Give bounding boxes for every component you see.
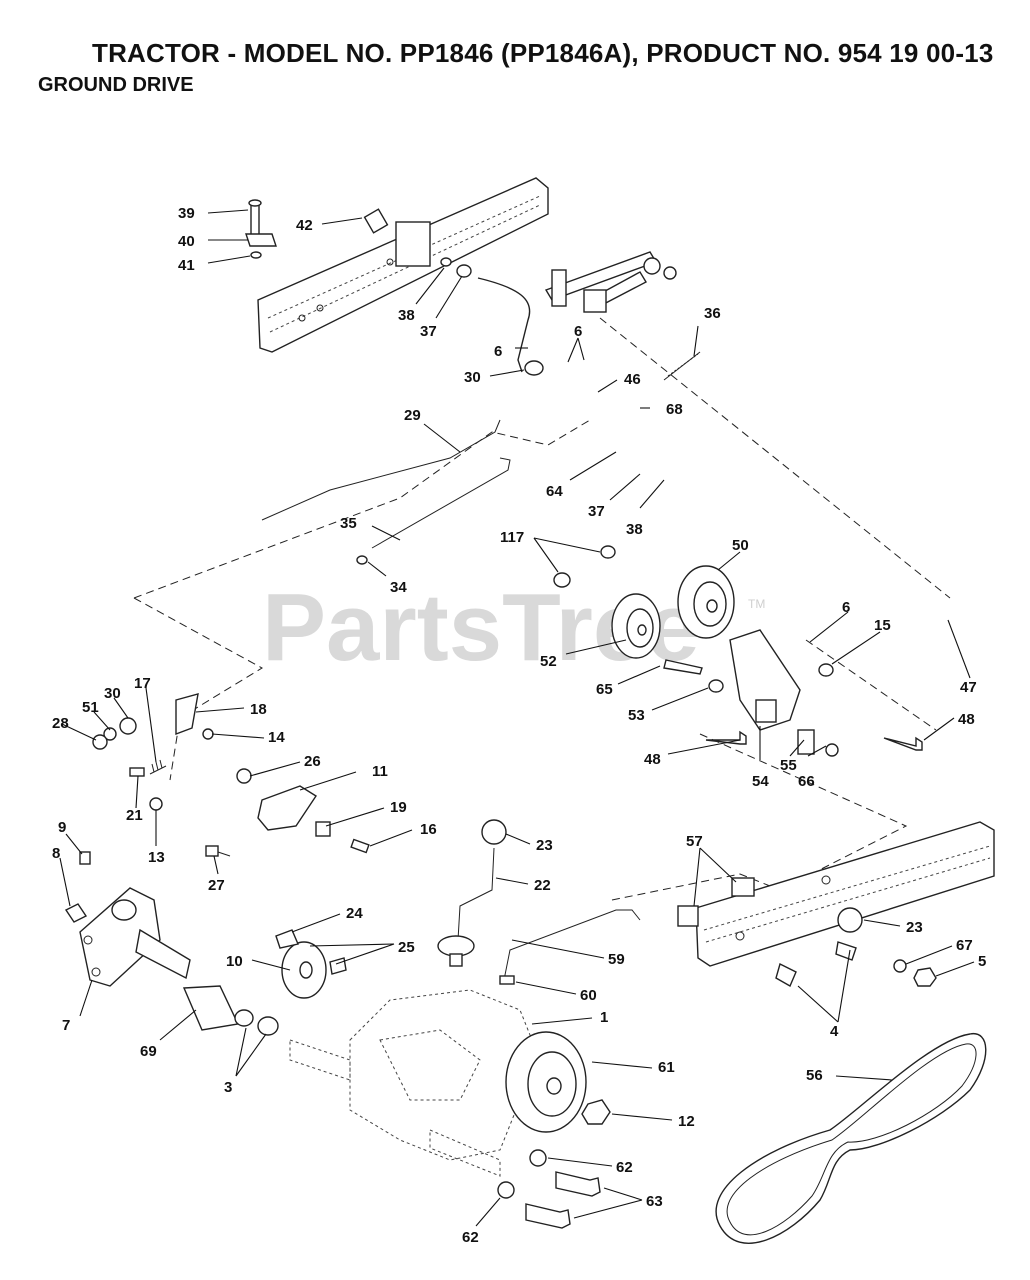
callout-25: 25 (398, 939, 415, 956)
callout-63: 63 (646, 1193, 663, 1210)
idler-bracket (663, 629, 923, 757)
axle-hub (64, 851, 191, 987)
callout-3: 3 (224, 1079, 232, 1096)
callout-61: 61 (658, 1059, 675, 1076)
callout-27: 27 (208, 877, 225, 894)
callout-60: 60 (580, 987, 597, 1004)
callout-64: 64 (546, 483, 563, 500)
callout-7: 7 (62, 1017, 70, 1034)
callout-62b: 62 (462, 1229, 479, 1246)
callout-4: 4 (830, 1023, 839, 1040)
callout-13: 13 (148, 849, 165, 866)
shift-lever (437, 819, 507, 967)
callout-35: 35 (340, 515, 357, 532)
callout-5: 5 (978, 953, 986, 970)
callout-30b: 30 (104, 685, 121, 702)
callout-18: 18 (250, 701, 267, 718)
bushing-washers (182, 985, 279, 1036)
drive-belt (715, 1033, 987, 1244)
callout-24: 24 (346, 905, 363, 922)
callout-117: 117 (500, 529, 524, 546)
mount-bolts (497, 1149, 601, 1229)
callout-57: 57 (686, 833, 703, 850)
callout-6b: 6 (574, 323, 582, 340)
callout-51: 51 (82, 699, 99, 716)
spring-36 (663, 351, 701, 381)
callout-12: 12 (678, 1113, 695, 1130)
callout-29: 29 (404, 407, 421, 424)
callout-41: 41 (178, 257, 195, 274)
callout-54: 54 (752, 773, 769, 790)
callout-37: 37 (420, 323, 437, 340)
callout-48: 48 (958, 711, 975, 728)
callout-17: 17 (134, 675, 151, 692)
callout-68: 68 (666, 401, 683, 418)
rods (261, 419, 511, 565)
callout-48b: 48 (644, 751, 661, 768)
callout-59: 59 (608, 951, 625, 968)
callout-66: 66 (798, 773, 815, 790)
callout-19: 19 (390, 799, 407, 816)
spacer-42 (363, 208, 389, 234)
callout-9: 9 (58, 819, 66, 836)
upper-frame-rail (257, 177, 549, 353)
idler-pulleys (553, 545, 735, 659)
callout-69: 69 (140, 1043, 157, 1060)
callout-37b: 37 (588, 503, 605, 520)
callout-38b: 38 (626, 521, 643, 538)
bolt-clip-assembly (245, 199, 277, 259)
callout-23b: 23 (906, 919, 923, 936)
callout-62: 62 (616, 1159, 633, 1176)
cross-shaft (524, 251, 677, 376)
input-pulley (505, 1031, 611, 1133)
callout-labels: 39 40 41 42 38 37 36 6 6 30 46 68 29 64 … (52, 205, 986, 1246)
lower-frame-rail (677, 821, 995, 987)
callout-14: 14 (268, 729, 285, 746)
leader-lines (59, 209, 975, 1227)
callout-10: 10 (226, 953, 243, 970)
section-subtitle: GROUND DRIVE (38, 74, 194, 96)
callout-22: 22 (534, 877, 551, 894)
callout-40: 40 (178, 233, 195, 250)
callout-52: 52 (540, 653, 557, 670)
callout-38: 38 (398, 307, 415, 324)
callout-65: 65 (596, 681, 613, 698)
lift-lever (440, 257, 531, 373)
callout-53: 53 (628, 707, 645, 724)
callout-36: 36 (704, 305, 721, 322)
callout-47: 47 (960, 679, 977, 696)
callout-42: 42 (296, 217, 313, 234)
callout-55: 55 (780, 757, 797, 774)
callout-6: 6 (494, 343, 502, 360)
reference-lines (133, 317, 951, 901)
callout-8: 8 (52, 845, 60, 862)
shift-rod (499, 909, 641, 985)
callout-30: 30 (464, 369, 481, 386)
page-title: TRACTOR - MODEL NO. PP1846 (PP1846A), PR… (92, 38, 994, 68)
callout-15: 15 (874, 617, 891, 634)
callout-67: 67 (956, 937, 973, 954)
callout-6c: 6 (842, 599, 850, 616)
callout-50: 50 (732, 537, 749, 554)
callout-16: 16 (420, 821, 437, 838)
transaxle (289, 989, 541, 1177)
brake-disc (275, 929, 347, 999)
callout-23: 23 (536, 837, 553, 854)
callout-28: 28 (52, 715, 69, 732)
callout-56: 56 (806, 1067, 823, 1084)
callout-26: 26 (304, 753, 321, 770)
callout-46: 46 (624, 371, 641, 388)
left-linkage (92, 693, 370, 857)
callout-11: 11 (372, 763, 388, 780)
callout-21: 21 (126, 807, 143, 824)
callout-1: 1 (600, 1009, 608, 1026)
watermark-tm: TM (748, 597, 765, 611)
callout-34: 34 (390, 579, 407, 596)
callout-39: 39 (178, 205, 195, 222)
